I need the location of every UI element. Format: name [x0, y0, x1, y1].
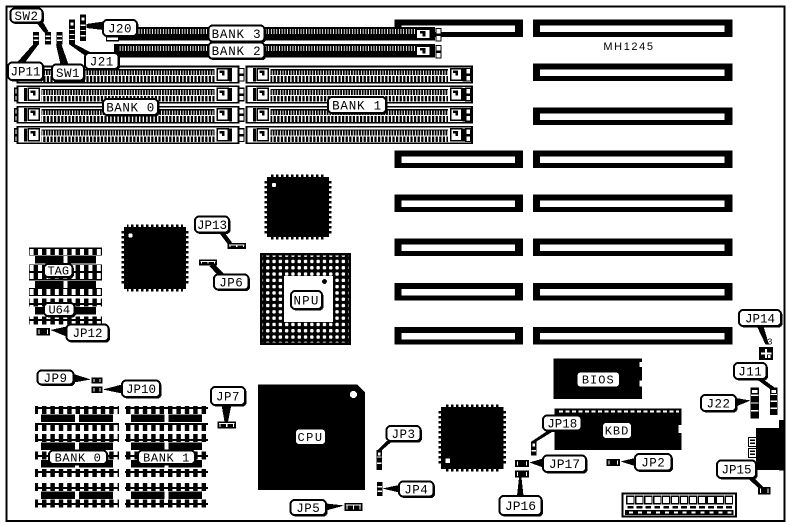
svg-text:NPU: NPU [293, 294, 319, 308]
svg-text:JP15: JP15 [721, 464, 751, 478]
svg-text:SW2: SW2 [14, 10, 38, 24]
svg-text:TAG: TAG [47, 265, 69, 279]
svg-text:BANK 1: BANK 1 [143, 451, 190, 465]
svg-text:JP11: JP11 [10, 66, 40, 80]
svg-text:BANK 1: BANK 1 [332, 99, 382, 113]
svg-text:JP14: JP14 [745, 312, 775, 326]
svg-text:BIOS: BIOS [582, 374, 615, 388]
svg-text:U64: U64 [48, 304, 70, 318]
svg-text:BANK 0: BANK 0 [55, 451, 102, 465]
svg-text:JP3: JP3 [391, 428, 415, 442]
svg-text:J11: J11 [738, 365, 762, 379]
svg-text:J20: J20 [108, 22, 132, 36]
svg-text:JP12: JP12 [72, 327, 102, 341]
svg-text:JP10: JP10 [126, 383, 156, 397]
svg-text:JP16: JP16 [505, 499, 536, 514]
svg-text:JP9: JP9 [43, 372, 67, 386]
svg-text:KBD: KBD [605, 425, 630, 439]
svg-text:J22: J22 [706, 397, 730, 411]
svg-text:CPU: CPU [297, 431, 323, 445]
svg-text:JP18: JP18 [547, 417, 577, 431]
svg-text:JP4: JP4 [404, 483, 428, 497]
svg-text:J21: J21 [90, 55, 114, 69]
svg-text:JP5: JP5 [296, 502, 320, 516]
svg-text:JP7: JP7 [216, 390, 240, 404]
svg-text:SW1: SW1 [56, 67, 80, 81]
svg-text:BANK 0: BANK 0 [106, 101, 155, 115]
svg-text:JP2: JP2 [641, 457, 665, 471]
svg-text:JP13: JP13 [197, 219, 227, 233]
svg-text:JP6: JP6 [219, 276, 243, 290]
svg-text:BANK 2: BANK 2 [212, 45, 262, 59]
svg-text:MH1245: MH1245 [603, 41, 654, 53]
svg-text:3: 3 [767, 338, 772, 348]
svg-text:JP17: JP17 [549, 457, 580, 472]
svg-text:BANK 3: BANK 3 [212, 28, 262, 42]
